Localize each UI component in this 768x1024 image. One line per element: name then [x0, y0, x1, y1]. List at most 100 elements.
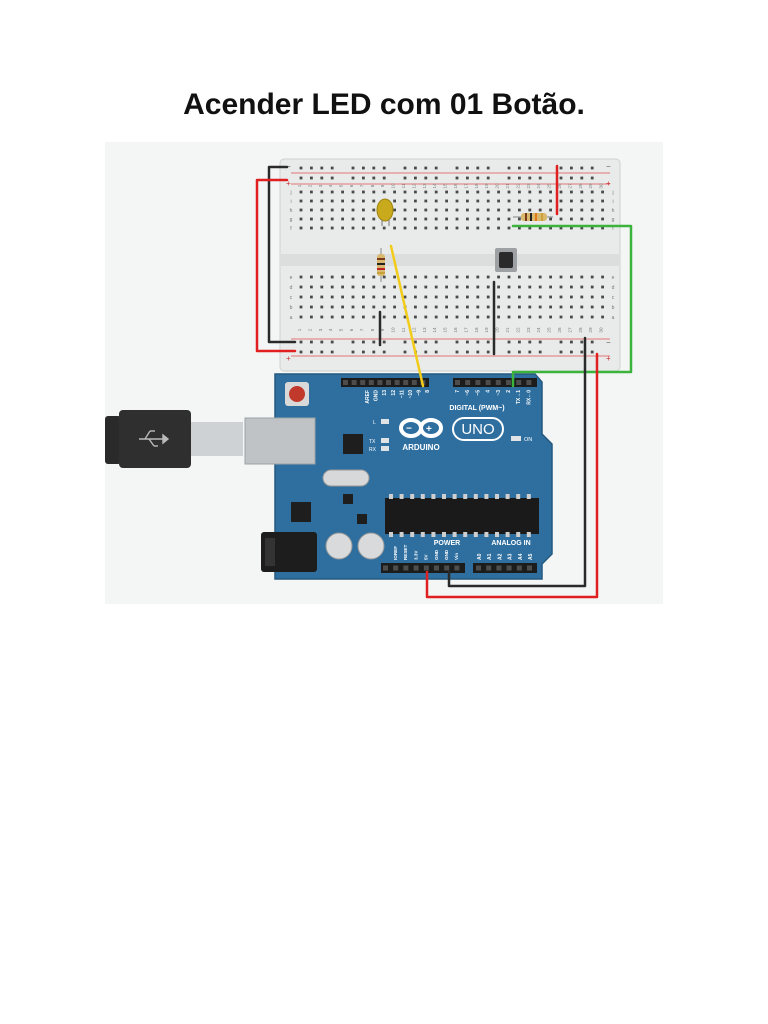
header-hole[interactable] — [403, 565, 409, 571]
column-number: 10 — [391, 183, 396, 189]
rail-minus-label-top-right: − — [606, 162, 611, 171]
breadboard-hole — [601, 226, 604, 230]
breadboard-hole — [455, 190, 459, 194]
header-hole[interactable] — [486, 565, 492, 571]
header-hole[interactable] — [455, 380, 460, 385]
header-hole[interactable] — [423, 565, 429, 571]
column-number: 1 — [297, 184, 302, 187]
breadboard-hole — [601, 295, 604, 299]
breadboard-hole — [518, 315, 521, 319]
rx-led — [381, 446, 389, 451]
breadboard-hole — [382, 285, 386, 289]
rail-hole — [580, 166, 584, 170]
rail-hole — [414, 176, 417, 180]
header-hole[interactable] — [368, 380, 374, 385]
header-hole[interactable] — [360, 380, 366, 385]
header-hole[interactable] — [411, 380, 417, 385]
header-hole[interactable] — [527, 565, 532, 571]
column-number: 2 — [307, 184, 312, 187]
rail-hole — [372, 340, 376, 344]
column-number: 24 — [536, 327, 541, 333]
reset-button[interactable] — [289, 386, 305, 402]
push-button-cap[interactable] — [499, 252, 513, 268]
header-hole[interactable] — [403, 380, 409, 385]
resistor-button — [513, 213, 553, 221]
header-hole[interactable] — [526, 380, 532, 385]
breadboard-hole — [310, 305, 313, 309]
rail-hole — [330, 340, 334, 344]
rail-hole — [507, 166, 511, 170]
column-number: 18 — [474, 327, 479, 333]
header-hole[interactable] — [475, 380, 481, 385]
header-hole[interactable] — [351, 380, 357, 385]
page-title: Acender LED com 01 Botão. — [183, 88, 585, 121]
rail-hole — [351, 340, 355, 344]
header-hole[interactable] — [383, 565, 388, 571]
breadboard-hole — [372, 208, 376, 212]
header-hole[interactable] — [386, 380, 391, 385]
breadboard-hole — [580, 226, 584, 230]
breadboard-hole — [330, 315, 334, 319]
breadboard-hole — [372, 295, 376, 299]
header-hole[interactable] — [444, 565, 450, 571]
rail-hole — [330, 176, 334, 180]
header-hole[interactable] — [516, 565, 522, 571]
chip-pin — [420, 532, 425, 537]
pin-label: ~6 — [465, 390, 471, 396]
header-hole[interactable] — [377, 380, 383, 385]
header-hole[interactable] — [495, 380, 501, 385]
breadboard-hole — [476, 217, 480, 221]
rail-hole — [424, 340, 428, 344]
column-number: 8 — [370, 184, 375, 187]
column-number: 19 — [484, 327, 489, 333]
header-hole[interactable] — [516, 380, 522, 385]
breadboard-hole — [351, 305, 355, 309]
header-hole[interactable] — [343, 380, 348, 385]
usb-b-jack — [244, 417, 316, 465]
column-number: 9 — [380, 184, 385, 187]
header-hole[interactable] — [394, 380, 400, 385]
breadboard-hole — [486, 217, 490, 221]
breadboard-hole — [518, 295, 521, 299]
rail-hole — [362, 166, 365, 170]
breadboard-hole — [393, 275, 396, 279]
header-hole[interactable] — [413, 565, 419, 571]
header-hole[interactable] — [496, 565, 502, 571]
header-hole[interactable] — [485, 380, 491, 385]
breadboard-hole — [372, 315, 376, 319]
header-hole[interactable] — [506, 565, 512, 571]
rail-hole — [424, 176, 428, 180]
header-hole[interactable] — [476, 565, 481, 571]
breadboard-hole — [414, 275, 417, 279]
chip-pin — [442, 532, 446, 537]
header-hole[interactable] — [434, 565, 439, 571]
pin-label: 2 — [506, 390, 512, 393]
header-hole[interactable] — [465, 380, 471, 385]
pin-label: 5V — [424, 553, 429, 560]
breadboard-hole — [538, 190, 542, 194]
rail-hole — [310, 176, 313, 180]
column-number: 18 — [474, 183, 479, 189]
breadboard-hole — [538, 275, 542, 279]
breadboard-hole — [362, 226, 365, 230]
breadboard-hole — [434, 285, 438, 289]
digital-header-right — [453, 378, 537, 387]
rail-hole — [528, 350, 532, 354]
header-hole[interactable] — [506, 380, 511, 385]
breadboard-hole — [299, 285, 303, 289]
header-hole[interactable] — [454, 565, 460, 571]
column-number: 28 — [578, 327, 583, 333]
pin-label: 3.3V — [413, 550, 418, 560]
rail-hole — [434, 166, 438, 170]
breadboard-hole — [310, 208, 313, 212]
column-number: 16 — [453, 183, 458, 189]
breadboard-hole — [320, 305, 324, 309]
breadboard-hole — [310, 275, 313, 279]
row-label: a — [612, 315, 615, 321]
rail-hole — [580, 350, 584, 354]
breadboard-hole — [528, 275, 532, 279]
header-hole[interactable] — [393, 565, 399, 571]
